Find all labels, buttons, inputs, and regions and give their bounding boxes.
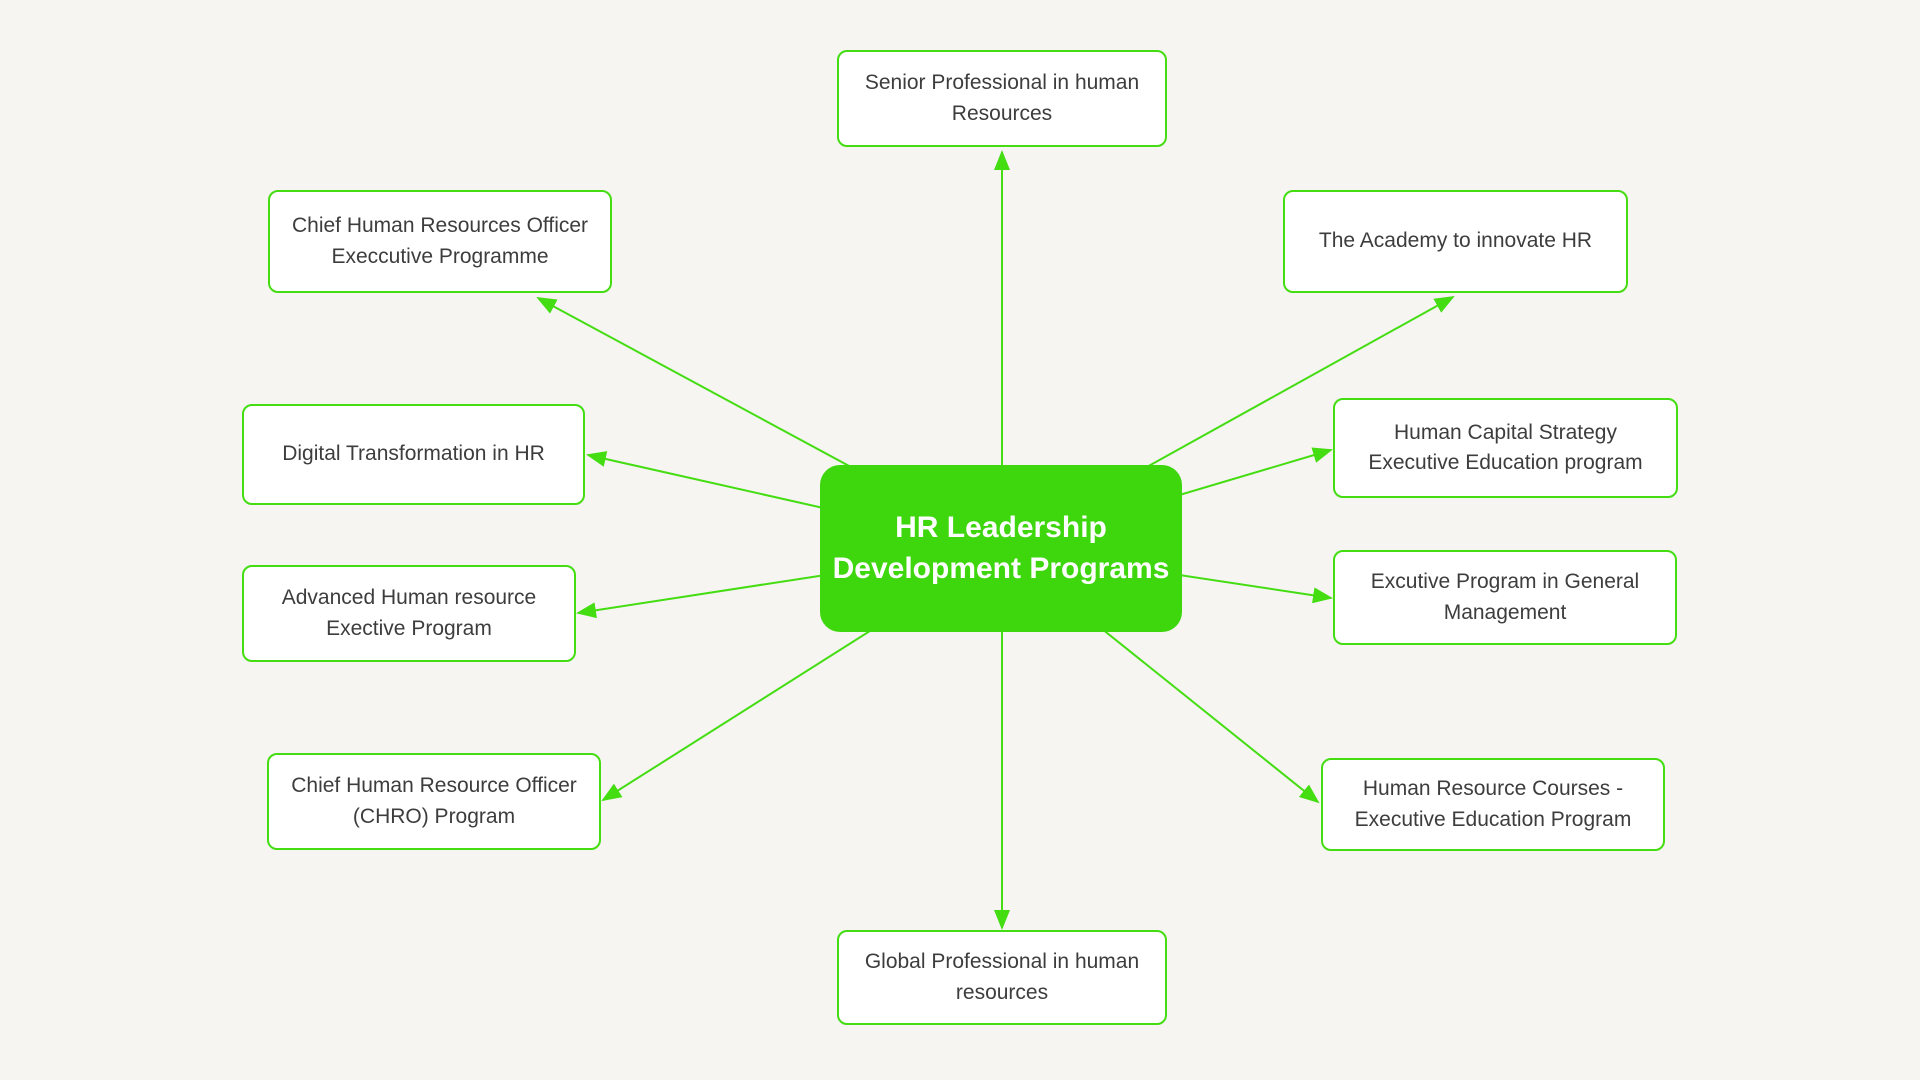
node-hr-courses-executive-education[interactable]: Human Resource Courses - Executive Educa… [1321, 758, 1665, 851]
node-digital-transformation-hr[interactable]: Digital Transformation in HR [242, 404, 585, 505]
node-global-professional-hr[interactable]: Global Professional in human resources [837, 930, 1167, 1025]
node-label: Advanced Human resource Exective Program [281, 586, 537, 640]
node-human-capital-strategy[interactable]: Human Capital Strategy Executive Educati… [1333, 398, 1678, 498]
node-label: Human Capital Strategy Executive Educati… [1368, 420, 1643, 474]
node-label: The Academy to innovate HR [1318, 229, 1593, 253]
node-label: Human Resource Courses - Executive Educa… [1354, 777, 1632, 831]
node-academy-innovate-hr[interactable]: The Academy to innovate HR [1283, 190, 1628, 293]
node-label: Chief Human Resource Officer (CHRO) Prog… [291, 774, 577, 828]
node-label: Chief Human Resources Officer Execcutive… [291, 214, 589, 268]
node-senior-professional-hr[interactable]: Senior Professional in human Resources [837, 50, 1167, 147]
node-excutive-program-general-management[interactable]: Excutive Program in General Management [1333, 550, 1677, 645]
center-node-label: HR Leadership Development Programs [832, 511, 1170, 585]
center-node-hr-leadership-development-programs[interactable]: HR Leadership Development Programs [820, 465, 1182, 632]
node-label: Global Professional in human resources [864, 950, 1140, 1004]
node-label: Senior Professional in human Resources [864, 71, 1140, 125]
node-advanced-hr-exective-program[interactable]: Advanced Human resource Exective Program [242, 565, 576, 662]
node-chief-hr-officer-execcutive-programme[interactable]: Chief Human Resources Officer Execcutive… [268, 190, 612, 293]
node-label: Digital Transformation in HR [282, 442, 545, 466]
node-chro-program[interactable]: Chief Human Resource Officer (CHRO) Prog… [267, 753, 601, 850]
node-label: Excutive Program in General Management [1370, 570, 1640, 624]
